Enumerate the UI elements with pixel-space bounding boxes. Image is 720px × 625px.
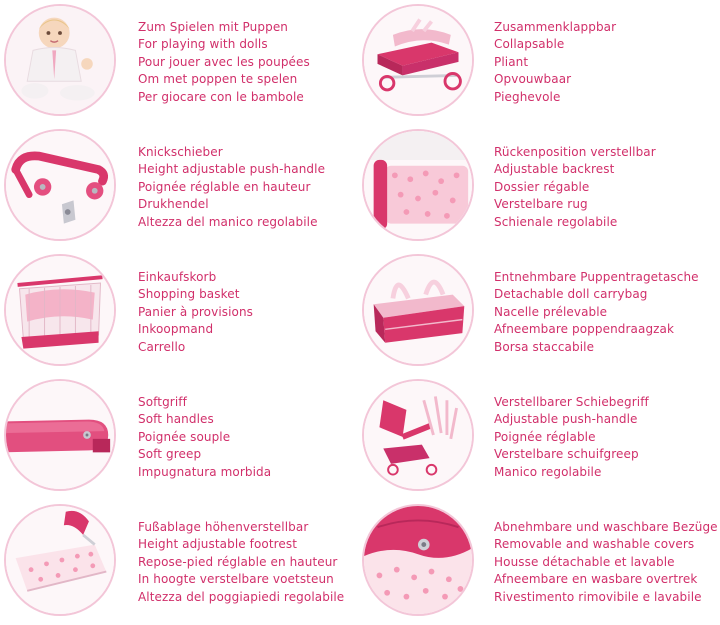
- backrest-icon: [362, 129, 474, 241]
- feature-adjustable-push-handle: Verstellbarer Schiebegriff Adjustable pu…: [360, 375, 720, 500]
- feature-line-de: Softgriff: [138, 395, 187, 409]
- feature-line-fr: Pliant: [494, 54, 529, 69]
- feature-line-fr: Repose-pied réglable en hauteur: [138, 554, 338, 569]
- feature-text: Zusammenklappbar Collapsable Pliant Opvo…: [494, 19, 716, 106]
- feature-backrest: Rückenposition verstellbar Adjustable ba…: [360, 125, 720, 250]
- feature-text: Fußablage höhenverstellbar Height adjust…: [138, 519, 360, 606]
- feature-line-en: Height adjustable push-handle: [138, 162, 326, 177]
- feature-dolls: Zum Spielen mit Puppen For playing with …: [0, 0, 360, 125]
- feature-line-de: Einkaufskorb: [138, 270, 217, 284]
- feature-line-en: Shopping basket: [138, 287, 240, 302]
- feature-line-de: Fußablage höhenverstellbar: [138, 520, 309, 534]
- feature-line-fr: Nacelle prélevable: [494, 304, 608, 319]
- feature-line-en: Soft handles: [138, 412, 214, 427]
- feature-line-en: Adjustable backrest: [494, 162, 615, 177]
- feature-line-nl: Om met poppen te spelen: [138, 72, 298, 87]
- feature-line-it: Pieghevole: [494, 89, 561, 104]
- feature-line-de: Knickschieber: [138, 145, 223, 159]
- feature-soft-handles: Softgriff Soft handles Poignée souple So…: [0, 375, 360, 500]
- feature-line-nl: Verstelbare rug: [494, 197, 588, 212]
- feature-line-de: Zusammenklappbar: [494, 20, 617, 34]
- feature-text: Knickschieber Height adjustable push-han…: [138, 144, 360, 231]
- adjustable-handle-icon: [362, 379, 474, 491]
- feature-line-en: Removable and washable covers: [494, 537, 695, 552]
- feature-text: Verstellbarer Schiebegriff Adjustable pu…: [494, 394, 716, 481]
- feature-washable-covers: Abnehmbare und waschbare Bezüge Removabl…: [360, 500, 720, 625]
- feature-line-it: Carrello: [138, 339, 186, 354]
- footrest-icon: [4, 504, 116, 616]
- feature-line-it: Borsa staccabile: [494, 339, 595, 354]
- feature-line-en: Height adjustable footrest: [138, 537, 298, 552]
- feature-line-nl: Inkoopmand: [138, 322, 214, 337]
- feature-line-fr: Panier à provisions: [138, 304, 254, 319]
- feature-line-nl: Soft greep: [138, 447, 202, 462]
- feature-text: Softgriff Soft handles Poignée souple So…: [138, 394, 360, 481]
- carrybag-icon: [362, 254, 474, 366]
- feature-line-en: Detachable doll carrybag: [494, 287, 648, 302]
- feature-line-fr: Housse détachable et lavable: [494, 554, 675, 569]
- feature-line-nl: Afneembare poppendraagzak: [494, 322, 675, 337]
- feature-line-it: Impugnatura morbida: [138, 464, 272, 479]
- feature-collapsable: Zusammenklappbar Collapsable Pliant Opvo…: [360, 0, 720, 125]
- feature-line-fr: Poignée souple: [138, 429, 231, 444]
- feature-line-it: Altezza del poggiapiedi regolabile: [138, 589, 345, 604]
- feature-line-en: For playing with dolls: [138, 37, 268, 52]
- feature-line-nl: Drukhendel: [138, 197, 209, 212]
- feature-line-fr: Pour jouer avec les poupées: [138, 54, 310, 69]
- feature-line-de: Verstellbarer Schiebegriff: [494, 395, 649, 409]
- push-handle-icon: [4, 129, 116, 241]
- feature-carrybag: Entnehmbare Puppentragetasche Detachable…: [360, 250, 720, 375]
- feature-text: Abnehmbare und waschbare Bezüge Removabl…: [494, 519, 718, 606]
- feature-line-fr: Dossier régable: [494, 179, 590, 194]
- feature-line-it: Manico regolabile: [494, 464, 602, 479]
- feature-line-it: Rivestimento rimovibile e lavabile: [494, 589, 702, 604]
- feature-line-en: Collapsable: [494, 37, 565, 52]
- feature-shopping-basket: Einkaufskorb Shopping basket Panier à pr…: [0, 250, 360, 375]
- feature-push-handle: Knickschieber Height adjustable push-han…: [0, 125, 360, 250]
- folded-stroller-icon: [362, 4, 474, 116]
- feature-line-de: Zum Spielen mit Puppen: [138, 20, 289, 34]
- feature-text: Rückenposition verstellbar Adjustable ba…: [494, 144, 716, 231]
- feature-line-de: Abnehmbare und waschbare Bezüge: [494, 520, 718, 534]
- feature-line-en: Adjustable push-handle: [494, 412, 638, 427]
- washable-cover-icon: [362, 504, 474, 616]
- feature-footrest: Fußablage höhenverstellbar Height adjust…: [0, 500, 360, 625]
- shopping-basket-icon: [4, 254, 116, 366]
- feature-text: Entnehmbare Puppentragetasche Detachable…: [494, 269, 716, 356]
- feature-line-de: Rückenposition verstellbar: [494, 145, 656, 159]
- doll-icon: [4, 4, 116, 116]
- soft-handle-icon: [4, 379, 116, 491]
- feature-line-nl: In hoogte verstelbare voetsteun: [138, 572, 334, 587]
- feature-line-nl: Afneembare en wasbare overtrek: [494, 572, 698, 587]
- feature-text: Zum Spielen mit Puppen For playing with …: [138, 19, 360, 106]
- feature-line-it: Schienale regolabile: [494, 214, 618, 229]
- feature-line-de: Entnehmbare Puppentragetasche: [494, 270, 699, 284]
- feature-line-nl: Opvouwbaar: [494, 72, 572, 87]
- feature-line-fr: Poignée réglable: [494, 429, 596, 444]
- feature-text: Einkaufskorb Shopping basket Panier à pr…: [138, 269, 360, 356]
- feature-line-nl: Verstelbare schuifgreep: [494, 447, 639, 462]
- feature-line-fr: Poignée réglable en hauteur: [138, 179, 311, 194]
- feature-line-it: Per giocare con le bambole: [138, 89, 304, 104]
- feature-line-it: Altezza del manico regolabile: [138, 214, 318, 229]
